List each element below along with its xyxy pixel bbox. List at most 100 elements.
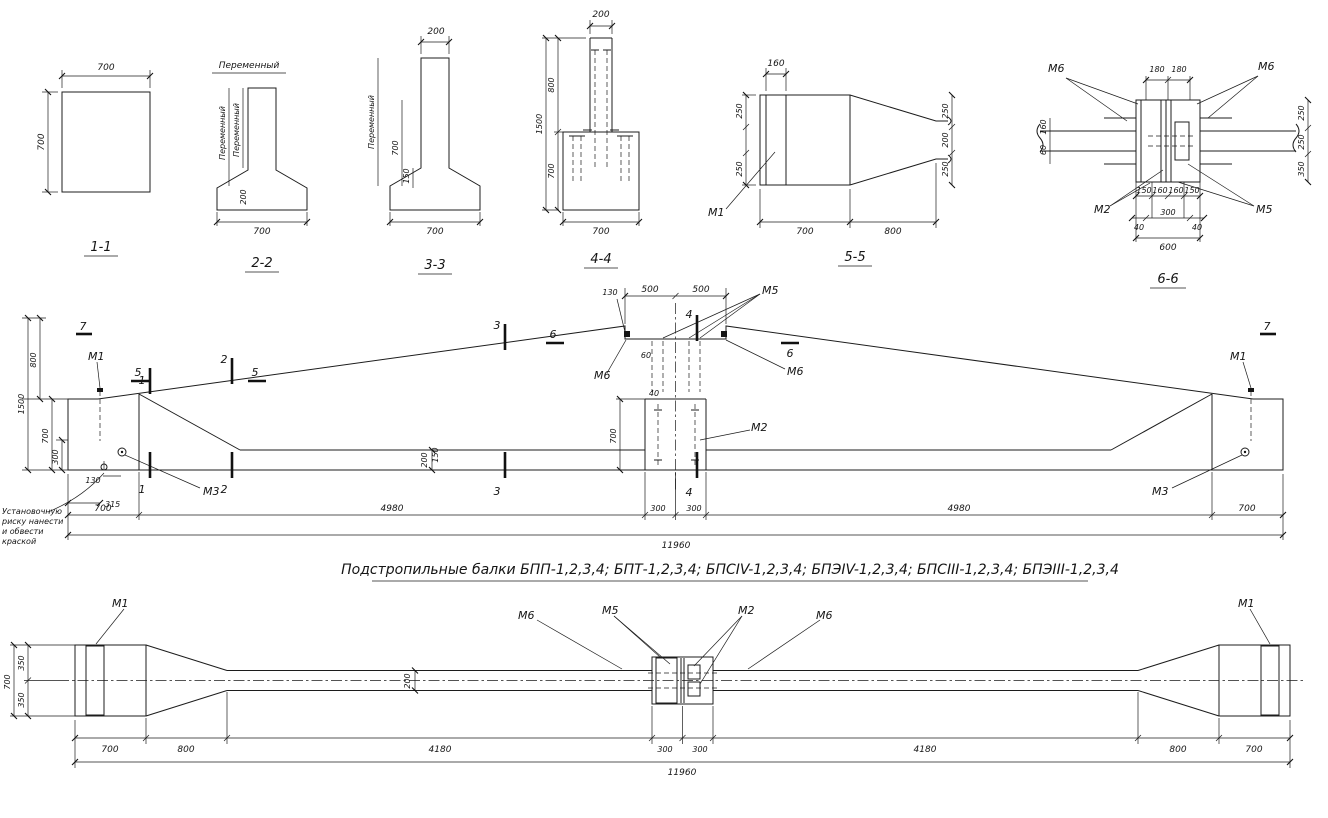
dim-plan-350a: 350 bbox=[17, 655, 26, 670]
dim-plan-4180l: 4180 bbox=[429, 745, 452, 755]
marker-m2-label: М2 bbox=[738, 604, 755, 617]
cut-label-5: 5 bbox=[135, 366, 142, 379]
dim-2-2-base: 200 bbox=[239, 189, 248, 204]
beam-inner-lines bbox=[138, 393, 1213, 470]
cut-label-3: 3 bbox=[494, 485, 501, 498]
section-2-2-label: 2-2 bbox=[251, 256, 272, 271]
setting-mark bbox=[100, 461, 108, 471]
dim-5-5-b1: 700 bbox=[796, 227, 813, 237]
joint-plate-right bbox=[1174, 121, 1190, 161]
dim-chain-4980r: 4980 bbox=[948, 504, 971, 514]
section-1-1-outline bbox=[61, 91, 151, 193]
dim-6-6-total: 600 bbox=[1159, 243, 1176, 253]
dim-130: 130 bbox=[85, 476, 100, 485]
mark-m3-right bbox=[1240, 447, 1250, 457]
marker-m6-label: М6 bbox=[787, 365, 804, 378]
plan-dims bbox=[10, 641, 1294, 768]
dim-6-6-row-2: 160 bbox=[1168, 186, 1183, 195]
dim-chain-4980l: 4980 bbox=[381, 504, 404, 514]
plan-view: М1 М1 М6 М6 М5 М2 700 350 350 200 700 80… bbox=[3, 597, 1305, 778]
dim-3-3-var-left: Переменный bbox=[367, 95, 376, 149]
plan-bolts bbox=[648, 672, 717, 689]
view-2-2: Переменный Переменный Переменный 200 700… bbox=[212, 61, 311, 273]
dim-3-3-top: 200 bbox=[427, 27, 444, 37]
section-4-4-outline bbox=[562, 37, 640, 211]
view-6-6-dims bbox=[1049, 75, 1312, 289]
note-line-4: краской bbox=[2, 537, 36, 546]
cut-label-7: 7 bbox=[1264, 320, 1271, 333]
dim-6-6-l1: 160 bbox=[1039, 119, 1048, 134]
dim-4-4-h-bot: 700 bbox=[547, 163, 556, 178]
dim-6-6-row-1: 160 bbox=[1152, 186, 1167, 195]
dim-plan-web-200: 200 bbox=[403, 673, 412, 688]
marker-m1-label: М1 bbox=[1230, 350, 1247, 363]
dim-elev-300: 300 bbox=[51, 449, 60, 464]
dim-chain-300l: 300 bbox=[650, 504, 665, 513]
setting-mark-note: Установочную риску нанести и обвести кра… bbox=[1, 507, 63, 546]
dim-6-6-w2: 40 bbox=[1192, 223, 1202, 232]
marker-m6-label: М6 bbox=[1048, 62, 1065, 75]
section-4-4-plates bbox=[569, 49, 633, 137]
view-5-5-dims bbox=[725, 68, 956, 267]
dim-3-3-d2: 150 bbox=[402, 168, 411, 183]
dim-2-2-bottom: 700 bbox=[253, 227, 270, 237]
dim-6-6-t1: 180 bbox=[1149, 65, 1164, 74]
elevation-view: 7 7 5 5 6 6 1 1 2 2 3 3 4 4 М1 М1 М3 М3 … bbox=[1, 284, 1287, 551]
dim-2-2-var-left-inner: Переменный bbox=[232, 103, 241, 157]
dim-6-6-row-3: 150 bbox=[1184, 186, 1199, 195]
dim-6-6-r1: 250 bbox=[1297, 105, 1306, 120]
marker-m2-label: М2 bbox=[751, 421, 768, 434]
cut-label-2: 2 bbox=[221, 353, 228, 366]
section-5-5-outline bbox=[759, 94, 952, 186]
view-2-2-dims bbox=[212, 72, 311, 273]
marker-m5-label: М5 bbox=[762, 284, 779, 297]
marker-m6-label: М6 bbox=[816, 609, 833, 622]
section-2-2-outline bbox=[216, 87, 308, 211]
anchor-m1-left bbox=[97, 388, 103, 441]
beam-outline bbox=[67, 325, 1284, 471]
anchor-lines-m5 bbox=[651, 341, 701, 392]
cut-label-5: 5 bbox=[252, 366, 259, 379]
elevation-dims bbox=[22, 288, 1287, 540]
marker-m6-label: М6 bbox=[518, 609, 535, 622]
dim-315: 315 bbox=[105, 500, 120, 509]
plan-joint-plate-small-bottom bbox=[687, 681, 701, 697]
view-1-1: 700 700 1-1 bbox=[37, 63, 154, 257]
note-line-2: риску нанести bbox=[1, 517, 63, 526]
weld-mark-m6-left bbox=[624, 331, 630, 337]
marker-m3-label: М3 bbox=[1152, 485, 1169, 498]
dim-plan-350b: 350 bbox=[17, 692, 26, 707]
plan-plate-m1-right bbox=[1260, 645, 1280, 716]
dim-2-2-var-top: Переменный bbox=[219, 61, 280, 71]
dim-plan-total: 11960 bbox=[668, 768, 697, 778]
section-6-6-label: 6-6 bbox=[1157, 272, 1178, 287]
dim-plan-800r: 800 bbox=[1169, 745, 1186, 755]
marker-m6-label: М6 bbox=[594, 369, 611, 382]
dim-total-11960: 11960 bbox=[662, 541, 691, 551]
section-6-6-outline bbox=[1036, 99, 1300, 183]
cut-label-4: 4 bbox=[686, 308, 693, 321]
marker-m1-label: М1 bbox=[88, 350, 105, 363]
dim-plan-700l: 700 bbox=[101, 745, 118, 755]
view-4-4: 200 1500 800 700 700 4-4 bbox=[535, 10, 643, 269]
dim-elev-800: 800 bbox=[29, 352, 38, 367]
cut-label-4: 4 bbox=[686, 486, 693, 499]
view-4-4-dims bbox=[542, 20, 643, 269]
dim-3-3-bottom: 700 bbox=[426, 227, 443, 237]
view-5-5: 160 250 250 250 200 250 М1 700 800 5-5 bbox=[708, 59, 956, 267]
dim-4-4-top: 200 bbox=[592, 10, 609, 20]
dim-apex-500a: 500 bbox=[641, 285, 658, 295]
section-1-1-label: 1-1 bbox=[90, 240, 111, 255]
dim-apex-500b: 500 bbox=[692, 285, 709, 295]
dim-5-5-b2: 800 bbox=[884, 227, 901, 237]
dim-elev-700: 700 bbox=[41, 428, 50, 443]
dim-3-3-d1: 700 bbox=[391, 140, 400, 155]
dim-5-5-l1: 250 bbox=[735, 103, 744, 118]
dim-elev-1500: 1500 bbox=[17, 394, 26, 414]
section-6-6-bolts bbox=[1148, 135, 1196, 147]
dim-6-6-w1: 40 bbox=[1134, 223, 1144, 232]
view-3-3-dims bbox=[377, 36, 484, 275]
dim-5-5-r2: 200 bbox=[941, 132, 950, 147]
marker-m1-label: М1 bbox=[112, 597, 129, 610]
plan-leaders bbox=[95, 608, 1271, 685]
